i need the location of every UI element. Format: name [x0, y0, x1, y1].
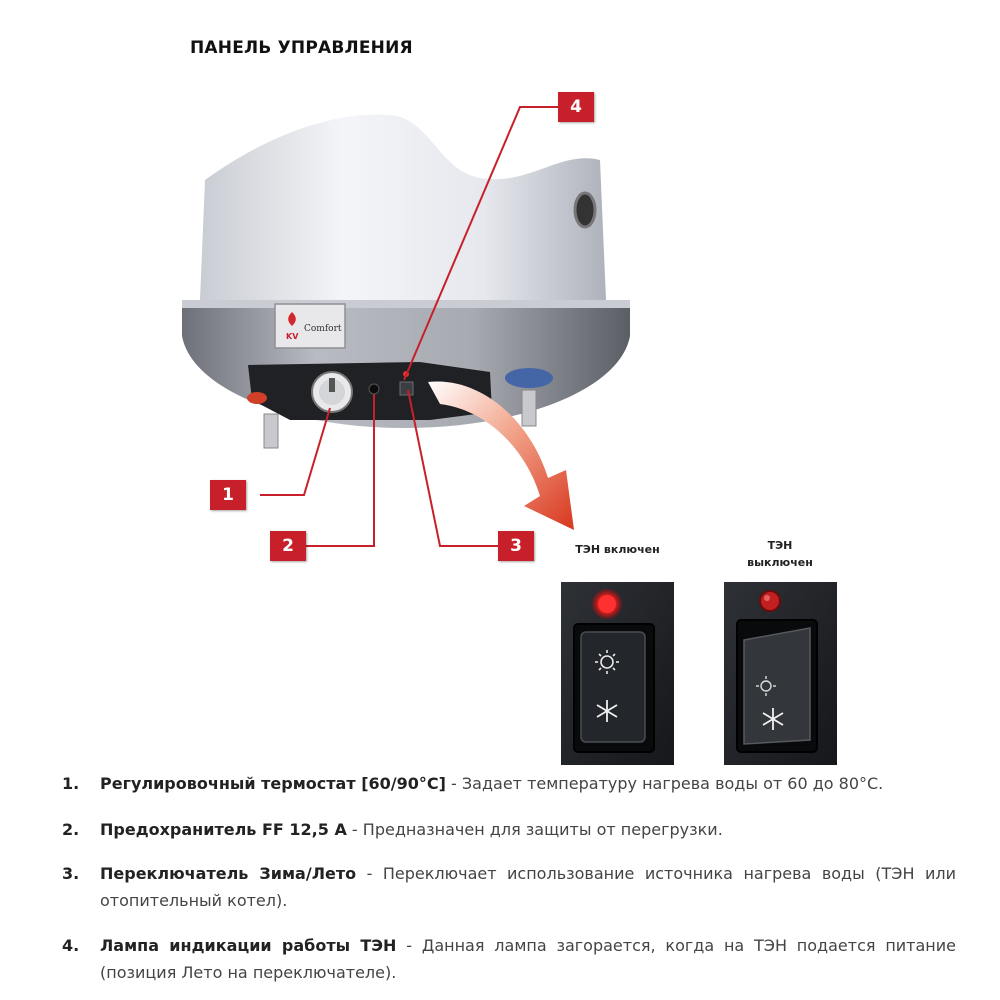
list-item-title: Регулировочный термостат [60/90°C]	[100, 774, 446, 793]
callout-3: 3	[498, 531, 534, 561]
state-on-image	[561, 582, 674, 765]
state-on-caption: ТЭН включен	[575, 543, 660, 556]
pipe-left	[263, 413, 279, 449]
page-title: ПАНЕЛЬ УПРАВЛЕНИЯ	[190, 38, 413, 58]
brand-mark: KV	[286, 332, 299, 341]
list-item-number: 1.	[62, 774, 80, 793]
heater-body	[200, 114, 606, 300]
season-switch	[399, 381, 414, 396]
list-item-number: 2.	[62, 820, 80, 839]
callout-1: 1	[210, 480, 246, 510]
list-item-description: Данная лампа загорается, когда на ТЭН по…	[100, 936, 957, 982]
snowflake-icon	[596, 700, 618, 722]
state-off-image	[724, 582, 837, 765]
list-item-description: Предназначен для защиты от перегрузки.	[362, 820, 723, 839]
fuse-holder	[368, 383, 380, 395]
callout-2: 2	[270, 531, 306, 561]
list-item-number: 4.	[62, 936, 80, 955]
lamp-off-icon	[759, 590, 781, 612]
list-item-number: 3.	[62, 864, 80, 883]
pipe-right	[521, 389, 537, 427]
flame-icon	[288, 312, 296, 326]
state-off-caption: ТЭН выключен	[747, 539, 813, 569]
list-item-description: Задает температуру нагрева воды от 60 до…	[461, 774, 884, 793]
sun-icon	[595, 650, 619, 674]
list-item-title: Лампа индикации работы ТЭН	[100, 936, 397, 955]
list-item-title: Предохранитель FF 12,5 А	[100, 820, 347, 839]
list-item-description: Переключает использование источника нагр…	[100, 864, 956, 910]
leader-lines	[260, 106, 565, 547]
side-hole	[573, 191, 597, 229]
brand-label: Comfort	[304, 324, 342, 334]
zoom-arrow	[428, 381, 574, 530]
sun-icon	[756, 676, 776, 696]
list-item-title: Переключатель Зима/Лето	[100, 864, 357, 883]
water-heater-illustration: KV Comfort	[182, 106, 837, 765]
snowflake-icon	[762, 708, 784, 730]
brand-plate	[274, 303, 346, 349]
callout-4: 4	[558, 92, 594, 122]
